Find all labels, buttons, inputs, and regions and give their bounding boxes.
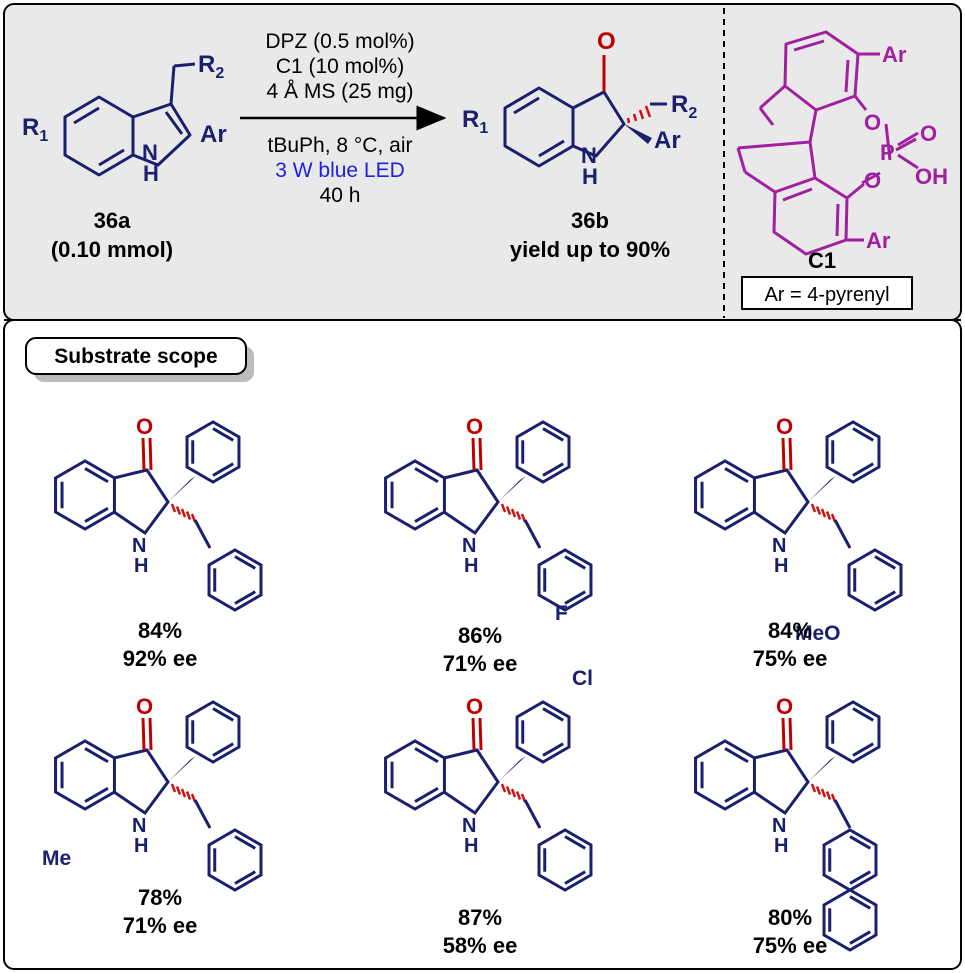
product-code: 36b (571, 208, 609, 233)
substituent-label: Cl (572, 667, 593, 690)
reactant-amount: (0.10 mmol) (51, 237, 173, 262)
scope-yield-5: 87% (458, 905, 502, 930)
svg-text:N: N (132, 535, 146, 557)
substituent-label: Me (42, 847, 71, 870)
scope-ee-2: 71% ee (443, 651, 518, 676)
scope-compound-2: O NH F 86% 71% ee (384, 414, 593, 676)
product-yield: yield up to 90% (510, 237, 670, 262)
oxygen-label: O (466, 694, 483, 719)
svg-text:H: H (134, 835, 148, 857)
phenyl-ring (185, 420, 241, 484)
benzyl-ring (207, 548, 263, 612)
scope-yield-6: 80% (768, 905, 812, 930)
scope-compound-6: O NH 80% 75% ee (694, 694, 881, 958)
product-stereo-wedge (624, 124, 652, 144)
svg-text:H: H (774, 835, 788, 857)
catalyst-structure (736, 30, 919, 256)
scope-compound-5: O NH Cl 87% 58% ee (384, 667, 593, 958)
svg-text:N: N (462, 535, 476, 557)
condition-line-1: DPZ (0.5 mol%) (265, 30, 414, 53)
condition-line-3: 4 Å MS (25 mg) (266, 80, 413, 103)
product-n-label: N (581, 143, 597, 168)
condition-line-4: tBuPh, 8 °C, air (268, 134, 413, 157)
oxygen-label: O (776, 414, 793, 439)
benzyl-ring (537, 548, 593, 612)
scope-ee-1: 92% ee (123, 646, 198, 671)
scope-compound-1: O NH 84% 92% ee (54, 414, 263, 671)
condition-line-2: C1 (10 mol%) (276, 55, 404, 78)
svg-text:H: H (134, 555, 148, 577)
scope-yield-1: 84% (138, 618, 182, 643)
scope-yield-3: 84% (768, 618, 812, 643)
svg-text:H: H (774, 555, 788, 577)
catalyst-p: P (880, 140, 895, 165)
reactant-h-label: H (143, 161, 159, 186)
substituent-label: F (555, 602, 568, 625)
phenyl-ring (825, 700, 881, 764)
svg-text:N: N (132, 815, 146, 837)
scope-ee-6: 75% ee (753, 933, 828, 958)
benzyl-ring (847, 548, 903, 612)
condition-line-6: 40 h (320, 184, 361, 207)
scope-title: Substrate scope (54, 345, 217, 368)
scope-title-box (25, 337, 247, 375)
svg-text:N: N (462, 815, 476, 837)
catalyst-ar-top: Ar (882, 42, 907, 67)
scope-yield-4: 78% (138, 885, 182, 910)
reactant-ar-label: Ar (200, 121, 227, 148)
oxygen-label: O (136, 694, 153, 719)
product-o-label: O (597, 28, 616, 55)
phenyl-ring (515, 700, 571, 764)
scope-yield-2: 86% (458, 623, 502, 648)
catalyst-ar-box (741, 276, 913, 310)
product-h-label: H (582, 164, 598, 189)
oxygen-label: O (776, 694, 793, 719)
svg-text:H: H (464, 555, 478, 577)
oxygen-label: O (136, 414, 153, 439)
benzyl-ring (537, 828, 593, 892)
condition-line-5: 3 W blue LED (275, 159, 405, 182)
reactant-structure (63, 62, 196, 177)
catalyst-oh: OH (915, 164, 948, 189)
product-ar-label: Ar (654, 127, 681, 154)
phenyl-ring (825, 420, 881, 484)
svg-text:N: N (772, 815, 786, 837)
catalyst-ar-definition: Ar = 4-pyrenyl (764, 284, 889, 306)
svg-text:H: H (464, 835, 478, 857)
scope-ee-4: 71% ee (123, 913, 198, 938)
catalyst-o-double: O (920, 121, 937, 146)
reactant-n-label: N (142, 140, 158, 165)
phenyl-ring (185, 700, 241, 764)
catalyst-ar-bottom: Ar (866, 228, 891, 253)
product-stereo-hash (626, 105, 652, 124)
catalyst-o-bottom: O (864, 168, 881, 193)
naphthyl-ring-b (822, 888, 878, 952)
substituent-label: MeO (795, 622, 841, 645)
scope-ee-3: 75% ee (753, 646, 828, 671)
oxygen-label: O (466, 414, 483, 439)
catalyst-o-top: O (864, 110, 881, 135)
scope-compound-4: O NH Me 78% 71% ee (42, 694, 263, 938)
svg-text:N: N (772, 535, 786, 557)
reactant-code: 36a (94, 208, 131, 233)
benzyl-ring (207, 828, 263, 892)
scope-ee-5: 58% ee (443, 933, 518, 958)
catalyst-code: C1 (808, 248, 836, 273)
phenyl-ring (515, 420, 571, 484)
